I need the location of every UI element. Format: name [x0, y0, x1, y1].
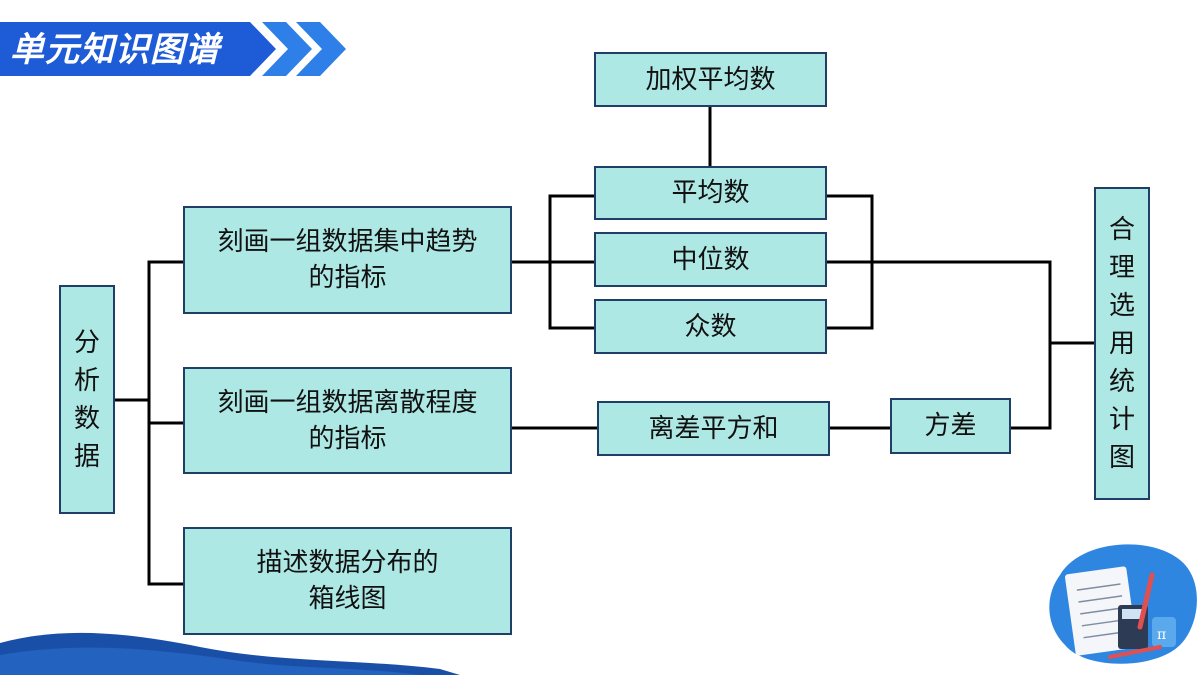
- node-sum-of-squares: 离差平方和: [597, 401, 830, 456]
- node-mean: 平均数: [594, 166, 827, 220]
- header-banner: [0, 22, 346, 76]
- node-mean-label: 平均数: [671, 178, 750, 208]
- svg-text:π: π: [1157, 627, 1166, 643]
- node-dispersion: 刻画一组数据离散程度 的指标: [183, 367, 512, 474]
- node-central-tendency: 刻画一组数据集中趋势 的指标: [183, 206, 512, 314]
- node-root: 分 析 数 据: [59, 285, 115, 514]
- node-median: 中位数: [594, 232, 827, 287]
- node-dispersion-label: 刻画一组数据离散程度 的指标: [217, 387, 478, 454]
- node-sum-of-squares-label: 离差平方和: [648, 413, 779, 444]
- node-variance: 方差: [890, 398, 1011, 454]
- node-median-label: 中位数: [671, 244, 750, 275]
- node-root-label: 分 析 数 据: [73, 327, 100, 472]
- node-weighted-mean: 加权平均数: [594, 52, 827, 107]
- node-variance-label: 方差: [924, 411, 977, 441]
- page-title: 单元知识图谱: [10, 30, 220, 70]
- node-mode-label: 众数: [684, 311, 737, 342]
- notebook-calculator-illustration: π: [1049, 544, 1197, 664]
- node-mode: 众数: [594, 299, 827, 354]
- node-choose-statistics: 合 理 选 用 统 计 图: [1094, 187, 1150, 500]
- node-boxplot-label: 描述数据分布的 箱线图: [256, 548, 439, 614]
- node-choose-statistics-label: 合 理 选 用 统 计 图: [1108, 214, 1135, 473]
- node-boxplot: 描述数据分布的 箱线图: [183, 527, 512, 635]
- node-weighted-mean-label: 加权平均数: [645, 64, 776, 95]
- node-central-tendency-label: 刻画一组数据集中趋势 的指标: [217, 227, 478, 293]
- wave-decoration: [0, 632, 460, 675]
